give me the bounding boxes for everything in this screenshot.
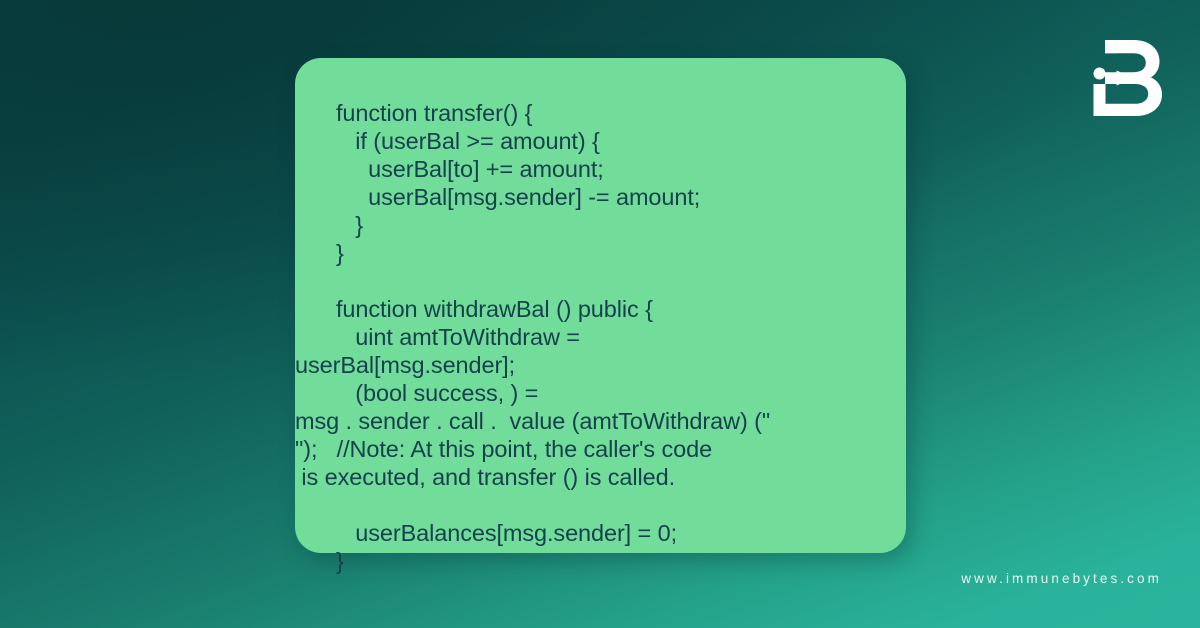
code-line: "); //Note: At this point, the caller's …	[295, 435, 713, 462]
code-line: uint amtToWithdraw =	[336, 323, 580, 350]
code-line: if (userBal >= amount) {	[336, 127, 600, 154]
code-line: userBal[msg.sender] -= amount;	[336, 183, 701, 210]
code-line: }	[336, 211, 364, 238]
code-card: function transfer() { if (userBal >= amo…	[295, 58, 906, 574]
site-url-text: www.immunebytes.com	[961, 571, 1162, 586]
code-line: (bool success, ) =	[336, 379, 539, 406]
code-line: }	[336, 547, 344, 574]
immunebytes-logo-icon	[1089, 40, 1163, 116]
code-snippet: function transfer() { if (userBal >= amo…	[295, 99, 898, 575]
code-line: function transfer() {	[336, 99, 533, 126]
code-line: userBal[msg.sender];	[295, 351, 516, 378]
code-line: }	[336, 239, 344, 266]
code-line: function withdrawBal () public {	[336, 295, 653, 322]
code-line: userBal[to] += amount;	[336, 155, 604, 182]
code-line: is executed, and transfer () is called.	[295, 463, 676, 490]
code-line: userBalances[msg.sender] = 0;	[336, 519, 677, 546]
code-line: msg . sender . call . value (amtToWithdr…	[295, 407, 771, 434]
